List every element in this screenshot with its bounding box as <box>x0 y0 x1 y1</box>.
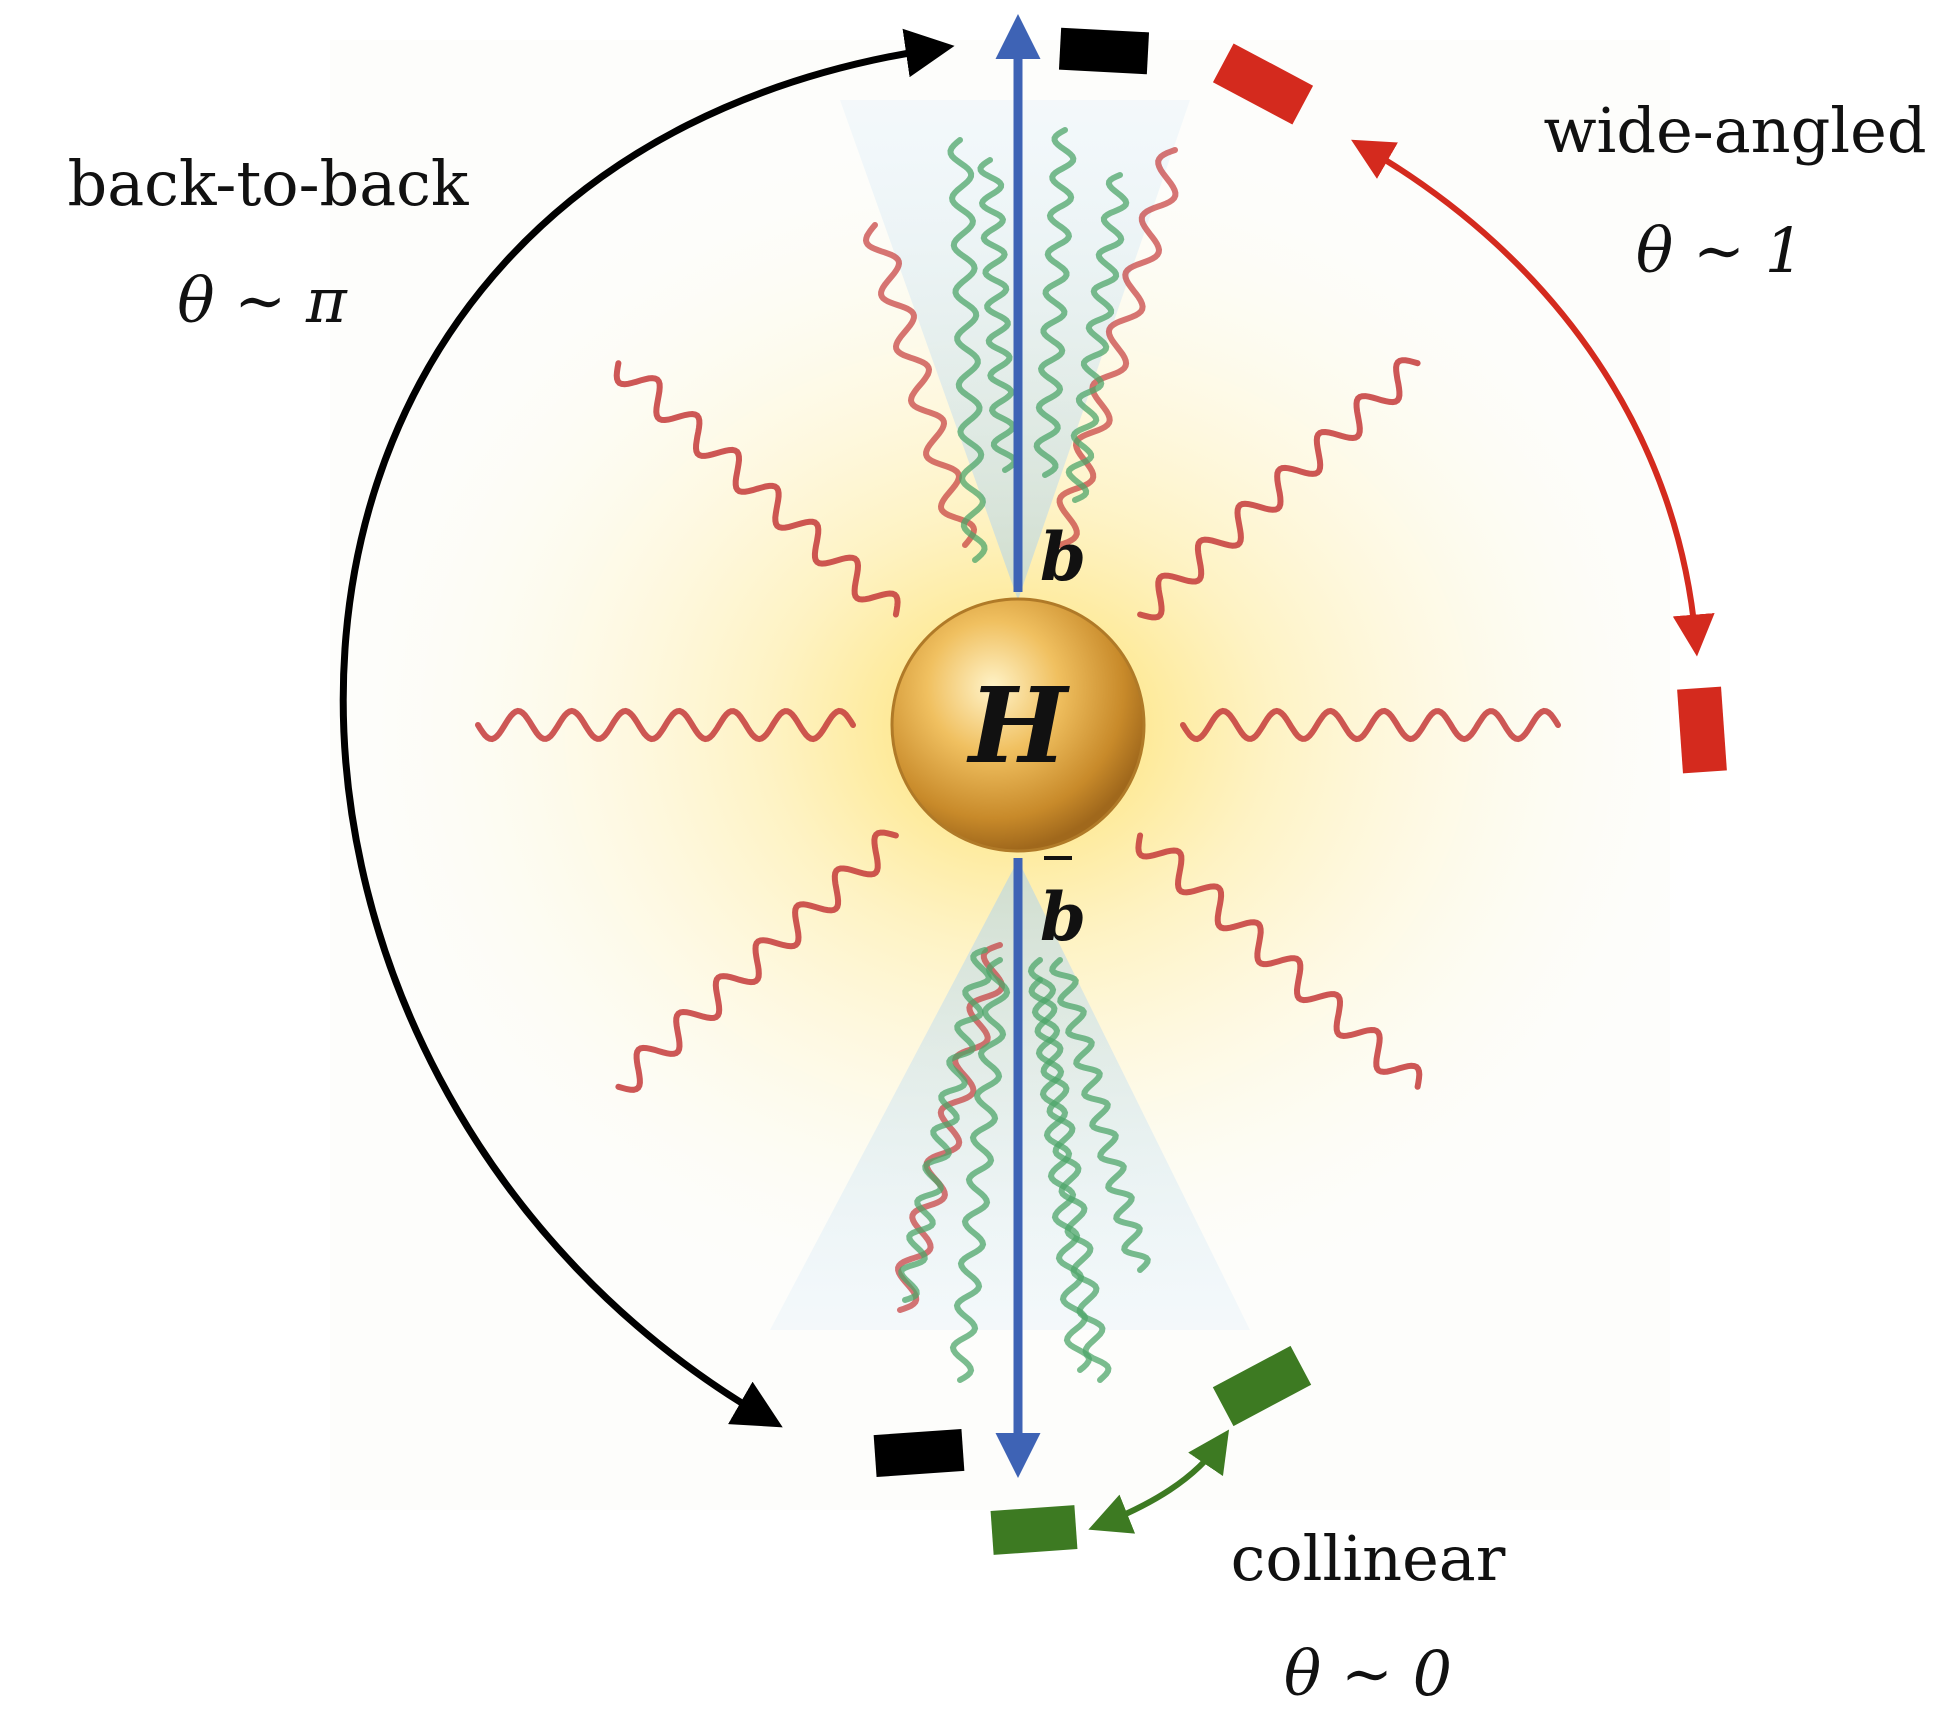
collinear-gluon-upper-3 <box>1033 127 1077 478</box>
collinear-gluon-lower-2 <box>949 957 1011 1383</box>
collinear-gluon-upper-1 <box>947 137 988 563</box>
back-to-back-arc-arrow <box>339 28 955 1428</box>
soft-gluon-near-cone-2 <box>1056 147 1179 548</box>
back-to-back-theta: θ ∼ π <box>177 264 348 337</box>
wide-angled-block-top <box>1212 43 1314 125</box>
collinear-block-bottom <box>990 1505 1078 1555</box>
collinear-gluon-lower-3 <box>1027 957 1093 1373</box>
collinear-gluon-lower-4 <box>1049 957 1151 1273</box>
back-to-back-label: back-to-back <box>68 147 469 220</box>
collinear-label: collinear <box>1231 1522 1506 1595</box>
collinear-theta: θ ∼ 0 <box>1284 1637 1452 1709</box>
soft-gluon-6 <box>1135 832 1423 1090</box>
quark-label: b <box>1040 518 1086 596</box>
antiquark-label: b <box>1040 878 1086 956</box>
wide-angled-arc-arrow <box>1351 139 1715 657</box>
collinear-gluon-upper-4 <box>1065 172 1130 503</box>
higgs-label: H <box>966 664 1070 787</box>
collinear-gluon-upper-2 <box>977 157 1018 473</box>
soft-gluon-2 <box>1180 707 1561 743</box>
collinear-block-side <box>1212 1345 1312 1427</box>
collinear-gluon-lower-5 <box>1028 977 1112 1383</box>
wide-angled-theta: θ ∼ 1 <box>1636 214 1804 287</box>
back-to-back-block-top <box>1058 27 1150 75</box>
collinear-arc-arrow <box>1088 1429 1230 1534</box>
back-to-back-block-bottom <box>873 1428 965 1478</box>
wide-angled-label: wide-angled <box>1543 94 1926 167</box>
wide-angled-block-side <box>1677 686 1727 774</box>
